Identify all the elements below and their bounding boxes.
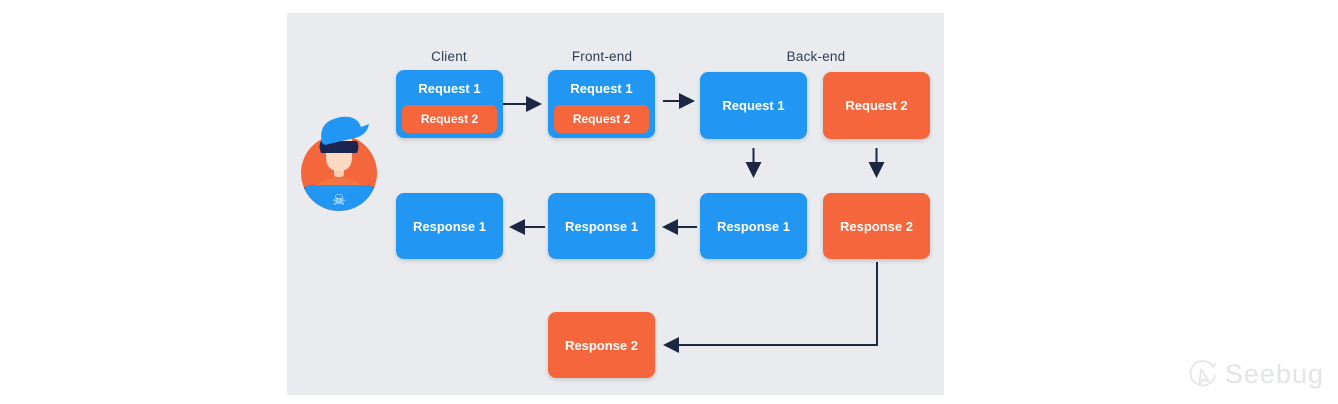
diagram-panel: Client Front-end Back-end Request 1: [287, 13, 944, 395]
node-backend-request-1: Request 1: [700, 72, 807, 139]
node-label: Response 1: [565, 218, 638, 234]
arrow-response2-elbow: [663, 262, 878, 353]
node-client-request-stack: Request 1 Request 2: [396, 70, 503, 138]
node-label: Response 1: [413, 218, 486, 234]
node-frontend-response-2: Response 2: [548, 312, 655, 378]
node-label: Response 1: [717, 218, 790, 234]
watermark: Seebug: [1189, 348, 1324, 400]
column-label-client: Client: [431, 49, 467, 64]
seebug-logo: [1189, 360, 1217, 387]
avatar-hair: [321, 116, 369, 145]
node-client-smuggled-request: Request 2: [402, 105, 497, 133]
column-label-backend: Back-end: [786, 49, 846, 64]
node-label: Request 2: [845, 98, 908, 113]
node-label: Request 1: [418, 81, 481, 96]
node-client-response-1: Response 1: [396, 193, 503, 259]
node-backend-response-1: Response 1: [700, 193, 807, 259]
skull-crossbones-icon: ☠: [332, 191, 345, 209]
column-label-frontend: Front-end: [571, 49, 633, 64]
node-frontend-smuggled-request: Request 2: [554, 105, 649, 133]
node-frontend-request-stack: Request 1 Request 2: [548, 70, 655, 138]
node-backend-response-2: Response 2: [823, 193, 930, 259]
hacker-avatar: ☠: [301, 116, 377, 211]
node-label: Request 1: [722, 98, 785, 113]
node-backend-request-2: Request 2: [823, 72, 930, 139]
node-label: Request 1: [570, 81, 633, 96]
watermark-brand: Seebug: [1224, 358, 1324, 389]
avatar-mask: [319, 141, 359, 153]
node-label: Response 2: [840, 218, 913, 234]
node-label: Response 2: [565, 337, 638, 353]
node-frontend-response-1: Response 1: [548, 193, 655, 259]
